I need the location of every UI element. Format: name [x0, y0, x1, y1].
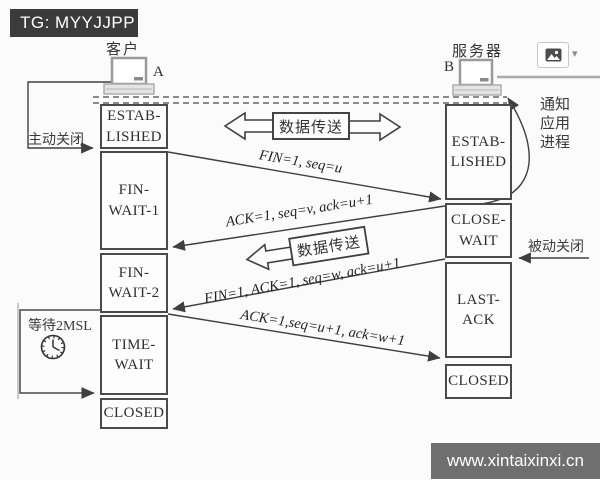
message-label-ack1: ACK=1, seq=v, ack=u+1 [224, 192, 374, 231]
passive-close-label: 被动关闭 [528, 240, 584, 255]
image-tool-caret-icon[interactable]: ▾ [572, 48, 578, 60]
state-server-last-ack: LAST- ACK [445, 262, 512, 358]
wait-2msl-label: 等待2MSL [28, 319, 92, 334]
data-transfer-box-top: 数据传送 [272, 112, 350, 140]
image-icon [545, 48, 561, 62]
watermark-top-banner: TG: MYYJJPP [10, 9, 138, 37]
message-arrows [167, 151, 446, 362]
active-close-label: 主动关闭 [28, 133, 84, 148]
state-client-fin-wait-1: FIN- WAIT-1 [100, 151, 168, 250]
state-client-established: ESTAB- LISHED [100, 104, 168, 149]
state-client-closed: CLOSED [100, 398, 168, 429]
client-computer-icon [103, 56, 155, 95]
state-client-time-wait: TIME- WAIT [100, 315, 168, 395]
client-letter: A [153, 64, 164, 80]
message-label-fin: FIN=1, seq=u [257, 147, 343, 177]
image-tool-button[interactable] [537, 42, 569, 68]
clock-icon [40, 334, 66, 360]
state-client-fin-wait-2: FIN- WAIT-2 [100, 253, 168, 313]
active-close-arrow [27, 81, 112, 154]
notify-app-label: 通知 应用 进程 [540, 97, 571, 151]
message-label-ack2: ACK=1,seq=u+1, ack=w+1 [238, 307, 406, 350]
server-letter: B [444, 59, 455, 75]
state-server-close-wait: CLOSE- WAIT [445, 203, 512, 258]
server-computer-icon [452, 58, 502, 96]
client-title: 客户 [106, 42, 141, 58]
state-server-established: ESTAB- LISHED [445, 104, 512, 200]
wait-2msl-bracket [17, 303, 100, 399]
state-server-closed: CLOSED [445, 364, 512, 399]
timeline-dashed-lines [93, 96, 507, 104]
data-transfer-tilted: 数据传送 [245, 225, 370, 271]
server-title: 服务器 [452, 44, 504, 60]
watermark-bottom-banner: www.xintaixinxi.cn [431, 443, 600, 479]
